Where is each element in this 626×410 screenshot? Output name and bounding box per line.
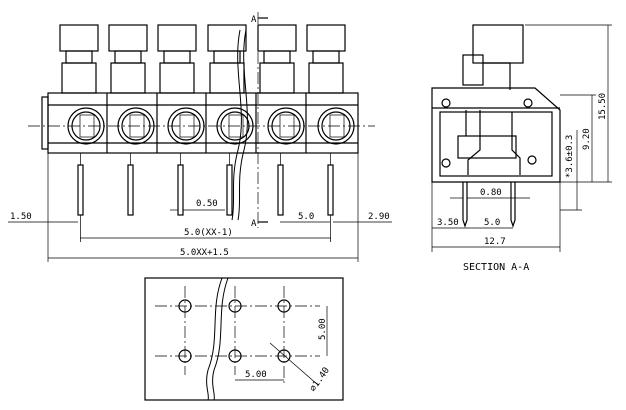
dim-left: 3.50: [437, 218, 459, 228]
dim-total-length: 5.0XX+1.5: [180, 248, 229, 258]
dim-row-pitch: 5.00: [318, 318, 328, 340]
section-dimensions: 15.50 9.20 *3.6±0.3 0.80 3.50 5.0 12.7: [431, 24, 612, 252]
dim-col-pitch: 5.00: [245, 370, 267, 380]
dim-mid: 5.0: [484, 218, 500, 228]
footprint-holes: [178, 299, 291, 363]
dim-left-offset: 1.50: [10, 212, 32, 222]
dim-height-total: 15.50: [598, 93, 608, 120]
dim-gap: 0.50: [196, 199, 218, 209]
front-view: A A 1.50 0.50: [8, 12, 392, 262]
front-dimensions: 1.50 0.50 5.0 2.90 5.0(XX-1) 5.0XX+1.5: [8, 153, 392, 262]
dim-height-body: 9.20: [582, 128, 592, 150]
dim-width: 12.7: [484, 237, 506, 247]
dim-right-offset: 2.90: [368, 212, 390, 222]
section-mark-top: A: [251, 15, 257, 25]
section-view: 15.50 9.20 *3.6±0.3 0.80 3.50 5.0 12.7 S…: [431, 24, 612, 273]
dim-pin-span: 5.0(XX-1): [184, 228, 233, 238]
section-mark-bottom: A: [251, 219, 257, 229]
dim-pitch: 5.0: [298, 212, 314, 222]
break-line: [231, 29, 242, 221]
terminal-body: [28, 92, 375, 154]
dim-pin-width: 0.80: [480, 188, 502, 198]
lever-tabs: [59, 24, 346, 94]
footprint-view: 5.00 5.00 ⌀1.40: [144, 277, 344, 401]
section-caption: SECTION A-A: [463, 262, 529, 273]
dim-height-pin: *3.6±0.3: [565, 135, 575, 178]
